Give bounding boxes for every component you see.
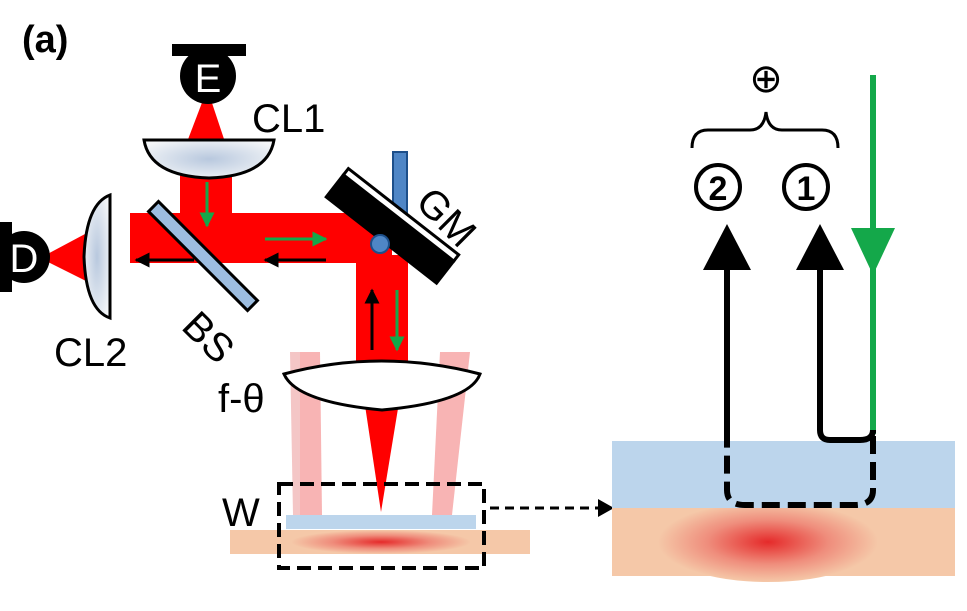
sum-symbol: ⊕ (749, 57, 783, 101)
path-1-head (796, 224, 844, 270)
scan-fan-left-outer (290, 352, 300, 515)
sample-small-hotspot (291, 530, 471, 554)
emitter: E (172, 44, 246, 104)
path-2-number: 2 (709, 170, 728, 208)
zoom-arrow-head (598, 499, 614, 517)
lens-ftheta (281, 359, 482, 412)
sample-zoom-box (277, 482, 486, 570)
zoom-coating (612, 441, 955, 508)
path-2-dashed (724, 436, 876, 508)
galvo-mirror (324, 151, 461, 286)
lens-cl2 (82, 192, 112, 321)
beam-vertical-gm (356, 255, 408, 365)
cl2-label: CL2 (54, 331, 127, 375)
panel-label: (a) (22, 19, 68, 61)
detector-label: D (10, 237, 39, 281)
path-2-circle (694, 163, 742, 211)
probe-incident-head (851, 228, 895, 275)
path-1-circle (782, 163, 830, 211)
galvo-pivot (370, 234, 390, 254)
path-1-number: 1 (797, 170, 816, 208)
cl1-label: CL1 (252, 97, 325, 141)
emitter-body (180, 48, 236, 104)
beamsplitter (146, 199, 260, 313)
lens-cl1 (142, 138, 276, 180)
detector: D (0, 222, 50, 292)
sample-small (230, 482, 530, 570)
sample-small-coating (286, 515, 476, 529)
zoom-hotspot (658, 502, 878, 582)
w-label: W (222, 491, 260, 535)
sum-brace (690, 111, 840, 149)
probe-paths (703, 75, 895, 508)
detector-body (0, 231, 50, 283)
path-1-line (817, 266, 876, 443)
bs-label: BS (174, 303, 243, 372)
ftheta-label: f-θ (218, 377, 265, 421)
path-2-head (703, 224, 751, 270)
sample-zoomed (612, 441, 955, 582)
beam-arrows (134, 182, 405, 352)
path-labels: 2 1 ⊕ (690, 57, 840, 211)
galvo-mirror-surface (341, 166, 461, 264)
emitter-label: E (195, 57, 222, 101)
beam-cone-e (187, 100, 225, 142)
beamsplitter-plate (146, 199, 260, 313)
